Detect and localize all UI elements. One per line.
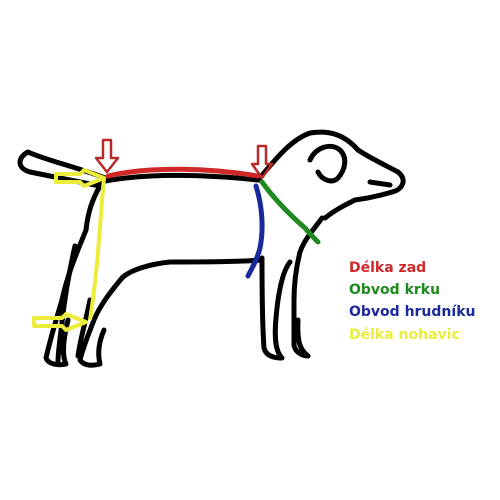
- dog-head: [255, 129, 406, 221]
- leg-length-vertical: [88, 177, 106, 321]
- legend-leg-length-label: Délka nohavic: [349, 327, 460, 343]
- back-start-arrow: [94, 138, 120, 174]
- legend-back-length: Délka zad: [349, 260, 426, 276]
- neck-circumference-line: [259, 179, 321, 245]
- dog-muzzle: [367, 179, 393, 188]
- dog-front-leg-right: [291, 297, 311, 359]
- dog-rear-leg-inner: [77, 275, 125, 368]
- leg-length-bottom-arrow: [32, 312, 88, 332]
- leg-length-bracket: [32, 168, 106, 332]
- dog-ear: [307, 143, 348, 184]
- chest-circumference-line: [245, 183, 265, 279]
- dog-belly: [119, 257, 265, 281]
- legend-neck-circumference-label: Obvod krku: [349, 282, 441, 298]
- dog-front-leg-left: [259, 255, 293, 361]
- dog-rear-leg-middle: [55, 243, 78, 365]
- dog-rear-hip: [83, 183, 103, 233]
- dog-back-line: [97, 172, 261, 185]
- legend-leg-length: Délka nohavic: [349, 327, 460, 343]
- back-end-arrow: [250, 144, 274, 180]
- legend-chest-circumference: Obvod hrudníku: [349, 304, 475, 320]
- legend-back-length-label: Délka zad: [349, 260, 427, 276]
- dog-tail: [17, 149, 108, 189]
- dog-outline: [17, 129, 406, 368]
- leg-length-top-arrow: [54, 168, 106, 188]
- dog-rear-leg-back: [75, 297, 93, 359]
- dog-neck-front: [291, 215, 325, 303]
- back-length-line: [105, 166, 261, 179]
- legend-chest-circumference-label: Obvod hrudníku: [349, 304, 476, 320]
- legend-neck-circumference: Obvod krku: [349, 282, 440, 298]
